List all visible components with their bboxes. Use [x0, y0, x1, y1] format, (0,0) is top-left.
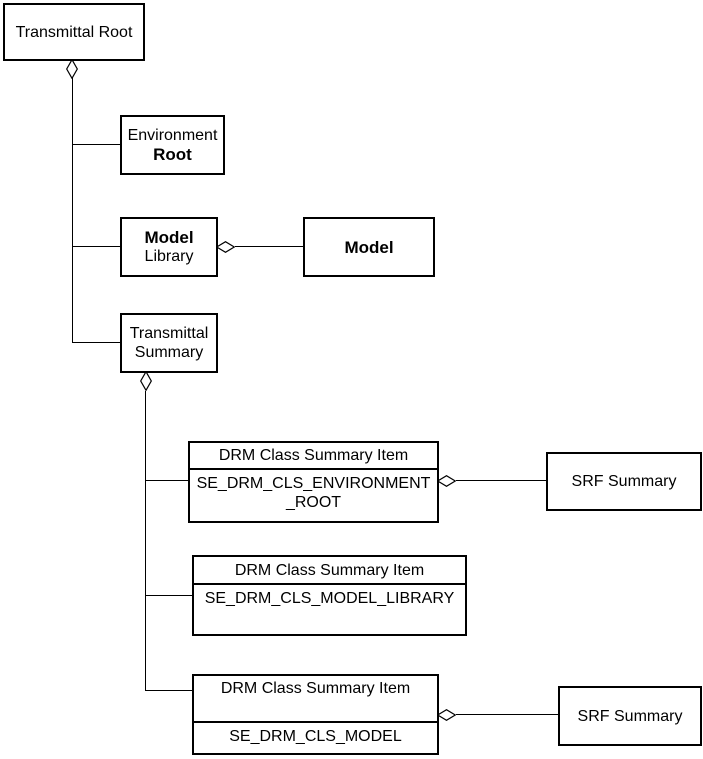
- node-model-library-label-line1: Model: [144, 228, 194, 247]
- connector-trunk-transmittal-summary: [145, 391, 146, 691]
- node-drm-environment-value: SE_DRM_CLS_ENVIRONMENT _ROOT: [190, 470, 437, 521]
- node-srf-summary-model: SRF Summary: [558, 686, 702, 746]
- node-transmittal-summary: Transmittal Summary: [120, 313, 218, 373]
- node-model-library-label-line2: Library: [144, 248, 194, 265]
- node-drm-class-summary-item-model: DRM Class Summary Item SE_DRM_CLS_MODEL: [192, 674, 439, 755]
- connector-branch-environment-root: [72, 144, 120, 145]
- aggregation-diamond-icon: [437, 475, 456, 487]
- node-model-label: Model: [344, 237, 394, 257]
- connector-branch-model-library: [72, 246, 120, 247]
- node-transmittal-root: Transmittal Root: [3, 3, 145, 61]
- connector-trunk-transmittal-root: [72, 78, 73, 343]
- aggregation-diamond-icon: [437, 709, 456, 721]
- node-srf-summary-model-label: SRF Summary: [577, 707, 683, 725]
- node-drm-model-value: SE_DRM_CLS_MODEL: [194, 723, 437, 753]
- node-drm-environment-value-line1: SE_DRM_CLS_ENVIRONMENT: [196, 475, 431, 492]
- node-environment-root: Environment Root: [120, 115, 225, 175]
- node-srf-summary-environment-label: SRF Summary: [571, 473, 677, 490]
- node-environment-root-label-line1: Environment: [127, 127, 218, 144]
- connector-branch-transmittal-summary: [72, 342, 120, 343]
- node-drm-model-header: DRM Class Summary Item: [194, 676, 437, 723]
- node-environment-root-label-line2: Root: [153, 145, 192, 164]
- node-transmittal-summary-label-line2: Summary: [134, 344, 204, 361]
- connector-model-library-to-model: [235, 246, 303, 247]
- node-model-library: Model Library: [120, 217, 218, 277]
- node-drm-environment-header: DRM Class Summary Item: [190, 443, 437, 470]
- node-drm-model-value-line1: SE_DRM_CLS_MODEL: [229, 728, 402, 745]
- connector-branch-drm-environment: [145, 480, 188, 481]
- node-drm-model-library-header: DRM Class Summary Item: [194, 557, 465, 585]
- node-drm-model-library-value-line1: SE_DRM_CLS_MODEL_LIBRARY: [204, 590, 455, 607]
- node-drm-class-summary-item-model-library: DRM Class Summary Item SE_DRM_CLS_MODEL_…: [192, 555, 467, 636]
- node-model: Model: [303, 217, 435, 277]
- node-drm-class-summary-item-environment: DRM Class Summary Item SE_DRM_CLS_ENVIRO…: [188, 441, 439, 523]
- node-transmittal-root-label: Transmittal Root: [15, 23, 133, 41]
- node-transmittal-summary-label-line1: Transmittal: [129, 325, 209, 342]
- connector-drm-environment-to-srf-summary: [456, 480, 546, 481]
- aggregation-diamond-icon: [216, 241, 235, 253]
- connector-branch-drm-model: [145, 690, 192, 691]
- aggregation-diamond-icon: [66, 59, 78, 79]
- connector-drm-model-to-srf-summary: [456, 714, 558, 715]
- node-srf-summary-environment: SRF Summary: [546, 452, 702, 511]
- node-drm-environment-value-line2: _ROOT: [285, 494, 342, 511]
- connector-branch-drm-model-library: [145, 595, 192, 596]
- aggregation-diamond-icon: [140, 371, 152, 391]
- node-drm-model-library-value: SE_DRM_CLS_MODEL_LIBRARY: [194, 585, 465, 634]
